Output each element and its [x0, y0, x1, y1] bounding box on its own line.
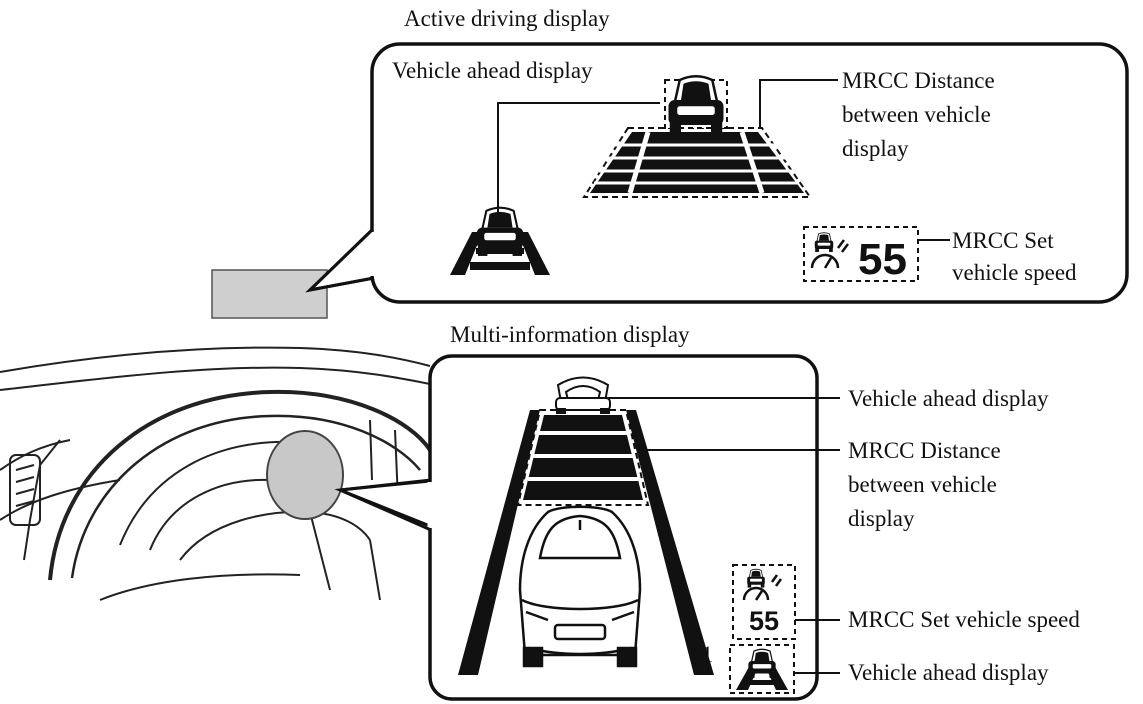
dashboard-illustration	[0, 346, 432, 601]
multi-distance-label-line1: MRCC Distance	[848, 438, 1001, 463]
multi-vehicle-ahead-label: Vehicle ahead display	[848, 386, 1049, 411]
multi-distance-label-line3: display	[848, 506, 915, 531]
multi-distance-label-line2: between vehicle	[848, 472, 997, 497]
road-right-edge	[626, 410, 714, 675]
multi-vehicle-ahead-icon	[555, 376, 611, 414]
hud-location-marker	[211, 269, 328, 319]
active-driving-title: Active driving display	[404, 6, 610, 31]
road-left-edge	[458, 410, 540, 675]
meter-location-marker	[266, 430, 344, 520]
active-vehicle-ahead-label: Vehicle ahead display	[392, 58, 593, 83]
active-vehicle-ahead-small-icon	[450, 206, 550, 275]
leader-active-distance	[759, 79, 838, 128]
multi-info-title: Multi-information display	[450, 322, 690, 347]
active-distance-label-line1: MRCC Distance	[842, 68, 995, 93]
active-set-speed-box	[803, 226, 919, 282]
footnote-marker: *1	[690, 642, 713, 667]
multi-set-speed-box	[732, 564, 796, 640]
active-vehicle-ahead-icon	[664, 75, 728, 135]
multi-speed-value: 55	[749, 606, 779, 636]
active-set-speed-label-line2: vehicle speed	[952, 260, 1077, 285]
multi-vehicle-ahead-label-2: Vehicle ahead display	[848, 660, 1049, 685]
active-distance-grid	[582, 127, 812, 198]
active-distance-label-line2: between vehicle	[842, 102, 991, 127]
own-vehicle-icon	[518, 505, 642, 668]
multi-distance-grid	[516, 409, 650, 506]
active-set-speed-label-line1: MRCC Set	[952, 228, 1054, 253]
active-speed-value: 55	[858, 235, 907, 284]
multi-set-speed-label: MRCC Set vehicle speed	[848, 607, 1080, 632]
active-distance-label-line3: display	[842, 136, 909, 161]
leader-active-vehicle-ahead	[497, 102, 660, 215]
multi-vehicle-ahead-small-icon	[729, 644, 795, 694]
